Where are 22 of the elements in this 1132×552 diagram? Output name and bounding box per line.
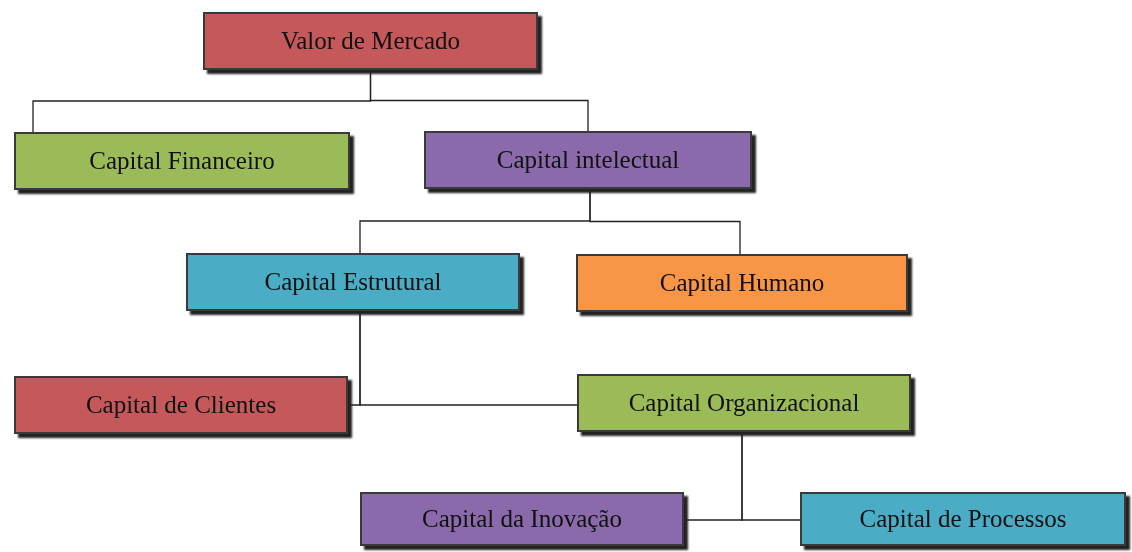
category-box bbox=[800, 492, 1126, 546]
box-label: Capital Estrutural bbox=[264, 268, 442, 296]
category-box bbox=[203, 12, 538, 70]
box-label: Capital Humano bbox=[659, 269, 825, 297]
box-label: Capital Organizacional bbox=[628, 389, 860, 417]
box-label: Capital da Inovação bbox=[422, 505, 622, 533]
box-label: Capital de Clientes bbox=[85, 391, 277, 419]
category-box bbox=[424, 131, 752, 189]
category-box bbox=[576, 254, 908, 312]
connector-line bbox=[589, 188, 741, 255]
box-label: Capital de Processos bbox=[859, 505, 1067, 533]
category-box bbox=[14, 132, 350, 190]
category-box bbox=[577, 374, 911, 432]
box-label: Capital intelectual bbox=[496, 146, 680, 174]
box-label: Capital Financeiro bbox=[89, 147, 275, 175]
category-box bbox=[14, 376, 348, 434]
category-box bbox=[186, 253, 520, 311]
category-box bbox=[360, 492, 684, 546]
box-label: Valor de Mercado bbox=[280, 27, 461, 55]
connector-line bbox=[741, 431, 801, 521]
connector-line bbox=[369, 69, 589, 132]
connector-line bbox=[359, 310, 578, 406]
